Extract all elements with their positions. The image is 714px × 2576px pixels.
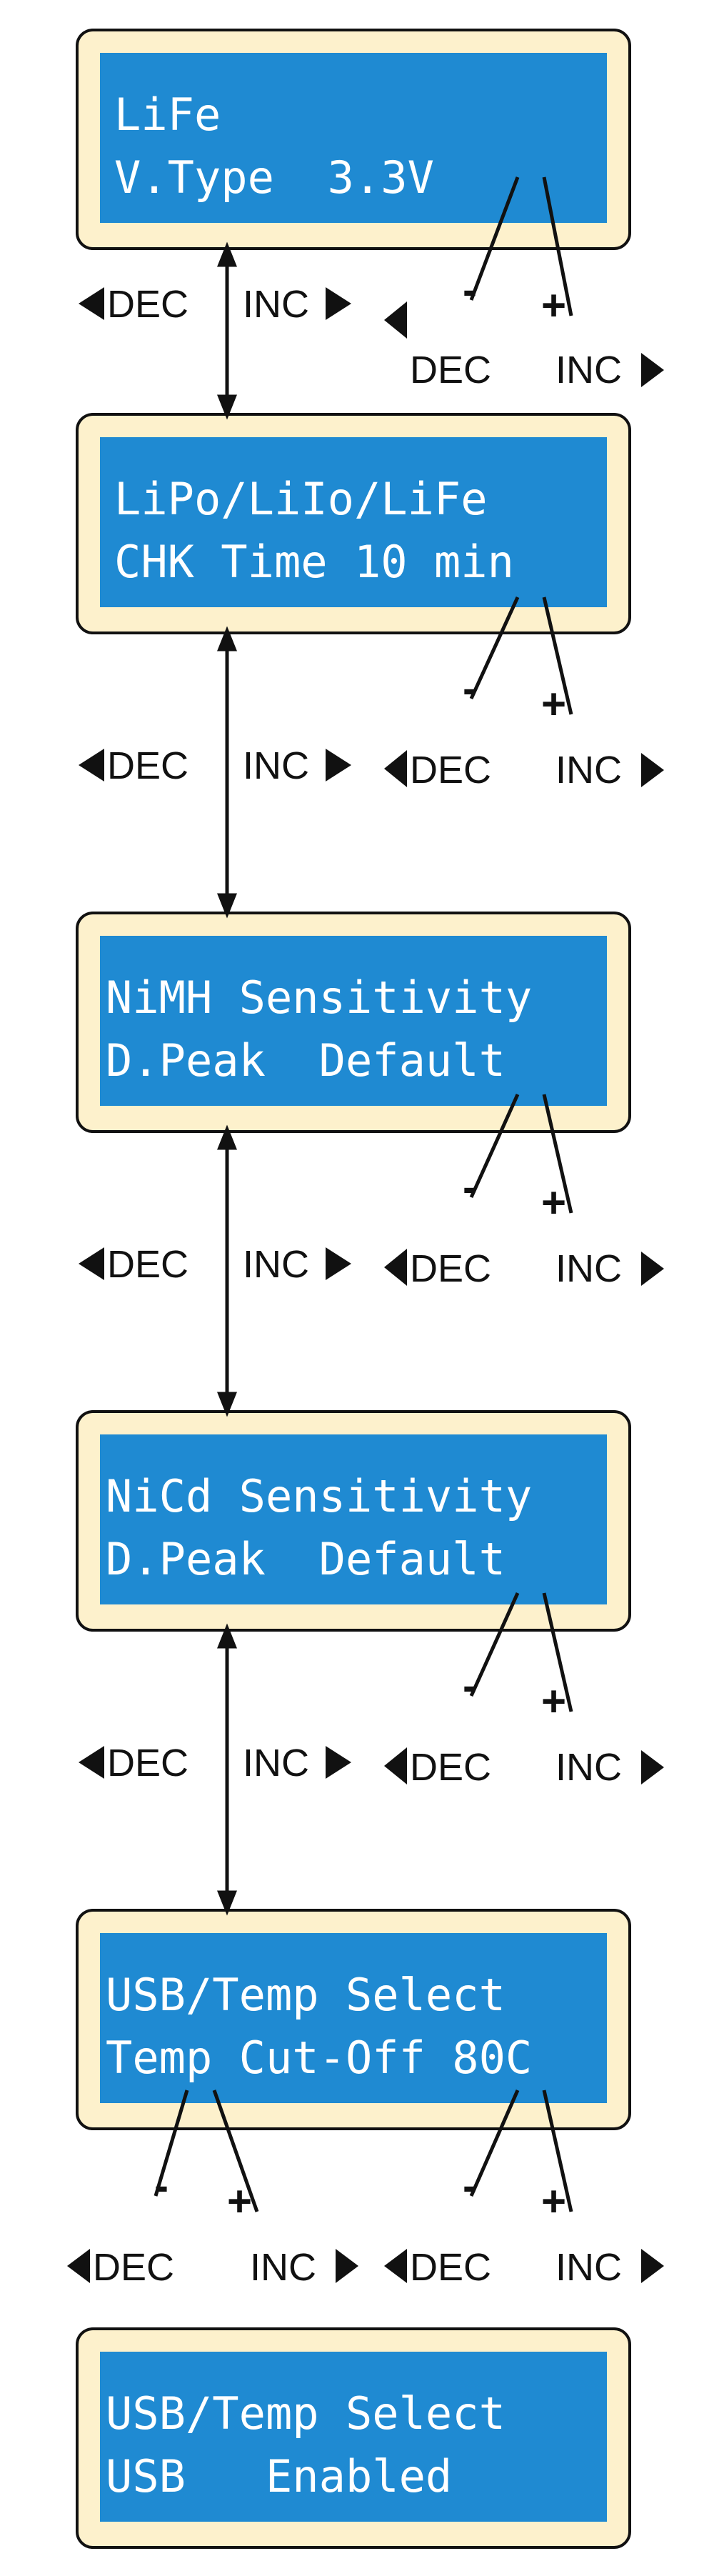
plus-sign: + (541, 680, 566, 728)
value-adjust-3: - + DEC INC (384, 1093, 664, 1290)
triangle-right-icon (336, 2249, 358, 2283)
minus-sign: - (154, 2162, 169, 2210)
lcd-line-2: D.Peak Default (106, 1034, 506, 1087)
triangle-left-icon (384, 2249, 407, 2283)
triangle-left-icon (384, 1747, 407, 1784)
dec-label: DEC (93, 2246, 174, 2289)
dec-label: DEC (410, 749, 491, 792)
value-adjust-5-left: - + DEC INC (67, 2090, 358, 2289)
triangle-right-icon (641, 753, 664, 787)
lcd-line-2: Temp Cut-Off 80C (106, 2032, 532, 2084)
minus-sign: - (463, 2162, 477, 2210)
lcd-screen-1: LiFe V.Type 3.3V (76, 29, 631, 250)
lcd-screen-4: NiCd Sensitivity D.Peak Default (76, 1410, 631, 1632)
lcd-line-1: USB/Temp Select (106, 2387, 506, 2440)
minus-sign: - (463, 1662, 477, 1709)
nav-control-2: DEC INC (79, 744, 351, 787)
lcd-screen-6: USB/Temp Select USB Enabled (76, 2327, 631, 2549)
inc-label: INC (250, 2246, 316, 2289)
lcd-screen-5: USB/Temp Select Temp Cut-Off 80C (76, 1909, 631, 2130)
lcd-screen-3: NiMH Sensitivity D.Peak Default (76, 912, 631, 1133)
minus-sign: - (463, 664, 477, 712)
inc-label: INC (555, 749, 622, 792)
triangle-left-icon (384, 1249, 407, 1286)
lcd-line-1: LiFe (114, 89, 221, 141)
triangle-right-icon (641, 1252, 664, 1286)
triangle-right-icon (641, 1750, 664, 1784)
value-adjust-2: - + DEC INC (384, 596, 664, 792)
inc-label: INC (555, 349, 622, 391)
triangle-right-icon (641, 353, 664, 387)
lcd-line-2: CHK Time 10 min (114, 536, 514, 588)
triangle-right-icon (326, 749, 351, 782)
lcd-line-2: V.Type 3.3V (114, 151, 434, 204)
triangle-right-icon (641, 2249, 664, 2283)
value-adjust-1: - + DEC INC (384, 176, 664, 391)
dec-label: DEC (107, 1243, 188, 1286)
lcd-line-2: D.Peak Default (106, 1533, 506, 1585)
minus-sign: - (463, 1163, 477, 1211)
dec-label: DEC (410, 1247, 491, 1290)
triangle-left-icon (79, 1247, 104, 1280)
triangle-right-icon (326, 1746, 351, 1779)
plus-sign: + (541, 1179, 566, 1227)
triangle-left-icon (67, 2249, 90, 2283)
plus-sign: + (227, 2177, 252, 2225)
minus-sign: - (463, 266, 477, 314)
plus-sign: + (541, 281, 566, 329)
lcd-line-2: USB Enabled (106, 2450, 452, 2502)
inc-label: INC (243, 1742, 309, 1784)
triangle-right-icon (326, 1247, 351, 1280)
lcd-line-1: LiPo/LiIo/LiFe (114, 473, 488, 525)
triangle-left-icon (384, 301, 407, 339)
dec-label: DEC (107, 1742, 188, 1784)
dec-label: DEC (107, 744, 188, 787)
inc-label: INC (243, 283, 309, 326)
nav-control-3: DEC INC (79, 1243, 351, 1286)
triangle-left-icon (79, 1746, 104, 1779)
triangle-right-icon (326, 287, 351, 320)
dec-label: DEC (410, 349, 491, 391)
nav-control-4: DEC INC (79, 1742, 351, 1784)
triangle-left-icon (79, 287, 104, 320)
value-adjust-4: - + DEC INC (384, 1592, 664, 1789)
dec-label: DEC (410, 1746, 491, 1789)
dec-label: DEC (107, 283, 188, 326)
inc-label: INC (555, 1746, 622, 1789)
plus-sign: + (541, 1677, 566, 1725)
dec-label: DEC (410, 2246, 491, 2289)
plus-sign: + (541, 2177, 566, 2225)
lcd-line-1: NiMH Sensitivity (106, 972, 532, 1024)
lcd-line-1: USB/Temp Select (106, 1969, 506, 2021)
value-adjust-5-right: - + DEC INC (384, 2089, 664, 2289)
nav-control-1: DEC INC (79, 283, 351, 326)
inc-label: INC (243, 744, 309, 787)
inc-label: INC (555, 2246, 622, 2289)
lcd-screen-2: LiPo/LiIo/LiFe CHK Time 10 min (76, 413, 631, 634)
inc-label: INC (555, 1247, 622, 1290)
inc-label: INC (243, 1243, 309, 1286)
triangle-left-icon (79, 749, 104, 782)
triangle-left-icon (384, 750, 407, 787)
lcd-line-1: NiCd Sensitivity (106, 1470, 532, 1522)
